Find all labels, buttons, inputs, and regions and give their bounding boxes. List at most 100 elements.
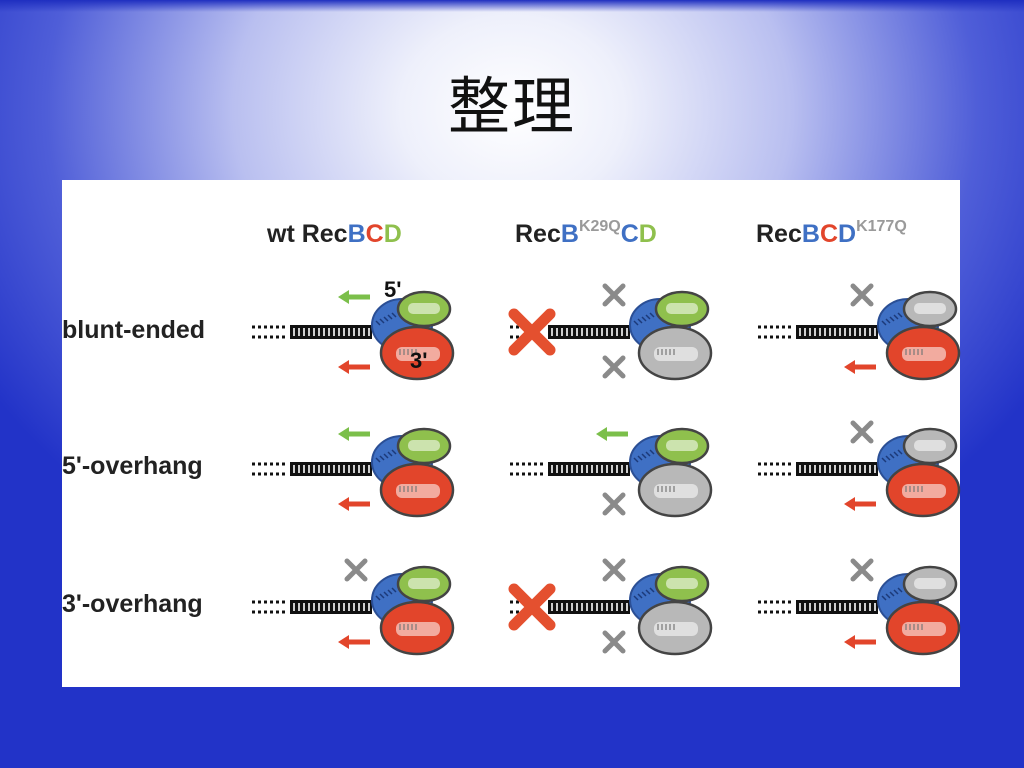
dna-double-strand: [290, 600, 372, 614]
recb-strand-tick: [641, 591, 647, 597]
dna-duplex: [758, 325, 878, 339]
row-label-5-overhang: 5'-overhang: [62, 452, 203, 480]
blocked-cross-icon: [602, 283, 626, 307]
cross-stroke: [602, 558, 626, 582]
recb-strand-tick: [649, 312, 655, 318]
recc-highlight: [902, 622, 946, 636]
recb-strand-tick: [897, 449, 903, 455]
blocked-cross-icon: [602, 630, 626, 654]
green-arrow-icon: [596, 427, 628, 441]
blocked-cross-icon: [344, 558, 368, 582]
arrow-head: [338, 290, 349, 304]
recb-strand-tick: [379, 593, 385, 599]
recb-strand-tick: [379, 455, 385, 461]
dna-duplex: [510, 462, 630, 476]
cross-stroke: [508, 308, 556, 356]
dna-double-strand: [796, 325, 878, 339]
recb-strand-tick: [889, 453, 895, 459]
blocked-cross-icon: [850, 283, 874, 307]
slide-title: 整理: [447, 70, 576, 143]
recd-highlight: [666, 303, 698, 314]
red-arrow-icon: [338, 497, 370, 511]
recb-strand-tick: [893, 589, 899, 595]
recc-highlight: [902, 484, 946, 498]
recd-highlight: [408, 578, 440, 589]
recb-strand-tick: [391, 587, 397, 593]
dna-duplex: [252, 325, 372, 339]
cross-stroke: [850, 283, 874, 307]
dna-double-strand: [290, 462, 372, 476]
cell-3overhang-recd-k177q: [758, 550, 978, 660]
big-red-x-icon: [508, 308, 556, 356]
recbcd-diagram: [758, 558, 961, 656]
recc-highlight: [654, 622, 698, 636]
recb-strand-tick: [383, 453, 389, 459]
recd-highlight: [408, 303, 440, 314]
recc-highlight: [902, 347, 946, 361]
recb-strand-tick: [885, 318, 891, 324]
red-arrow-icon: [844, 360, 876, 374]
recb-strand-tick: [633, 320, 639, 326]
recd-highlight: [408, 440, 440, 451]
dna-double-strand: [548, 325, 630, 339]
blocked-cross-icon: [602, 492, 626, 516]
recd-highlight: [914, 578, 946, 589]
cross-stroke: [850, 420, 874, 444]
recb-strand-tick: [885, 593, 891, 599]
recc-highlight: [396, 347, 440, 361]
green-arrow-icon: [338, 427, 370, 441]
red-arrow-icon: [844, 635, 876, 649]
arrow-head: [338, 427, 349, 441]
arrow-head: [844, 497, 855, 511]
recb-strand-tick: [391, 312, 397, 318]
cell-5overhang-recd-k177q: [758, 412, 978, 522]
recbcd-diagram: [252, 427, 455, 518]
recb-strand-tick: [881, 457, 887, 463]
recc-highlight: [654, 484, 698, 498]
recb-strand-tick: [645, 589, 651, 595]
recb-strand-tick: [391, 449, 397, 455]
recc-highlight: [396, 622, 440, 636]
arrow-head: [844, 635, 855, 649]
cell-blunt-recb-k29q: [508, 275, 730, 385]
recb-strand-tick: [889, 316, 895, 322]
recd-highlight: [666, 440, 698, 451]
recb-strand-tick: [897, 587, 903, 593]
blocked-cross-icon: [602, 355, 626, 379]
recb-strand-tick: [649, 587, 655, 593]
blocked-cross-icon: [602, 558, 626, 582]
cross-stroke: [344, 558, 368, 582]
recb-strand-tick: [645, 314, 651, 320]
dna-double-strand: [796, 462, 878, 476]
dna-double-strand: [290, 325, 372, 339]
red-arrow-icon: [338, 360, 370, 374]
recbcd-diagram: [758, 420, 961, 518]
dna-double-strand: [548, 462, 630, 476]
arrow-head: [338, 635, 349, 649]
recb-strand-tick: [387, 451, 393, 457]
three-prime-label: 3': [410, 348, 427, 373]
recb-strand-tick: [633, 457, 639, 463]
row-label-blunt-ended: blunt-ended: [62, 316, 206, 344]
dna-duplex: [758, 600, 878, 614]
recbcd-diagram: [252, 558, 455, 656]
big-red-x-icon: [508, 583, 556, 631]
arrow-head: [844, 360, 855, 374]
blocked-cross-icon: [850, 558, 874, 582]
recb-strand-tick: [637, 318, 643, 324]
red-arrow-icon: [338, 635, 370, 649]
dna-duplex: [252, 462, 372, 476]
dna-duplex: [758, 462, 878, 476]
dna-double-strand: [548, 600, 630, 614]
recb-strand-tick: [387, 589, 393, 595]
recb-strand-tick: [897, 312, 903, 318]
blocked-cross-icon: [850, 420, 874, 444]
recb-strand-tick: [645, 451, 651, 457]
recd-highlight: [914, 303, 946, 314]
recb-strand-tick: [633, 595, 639, 601]
recbcd-diagram: [508, 283, 713, 381]
recb-strand-tick: [387, 314, 393, 320]
recbcd-diagram: [758, 283, 961, 381]
cell-3overhang-wt: [252, 550, 472, 660]
recb-strand-tick: [637, 593, 643, 599]
